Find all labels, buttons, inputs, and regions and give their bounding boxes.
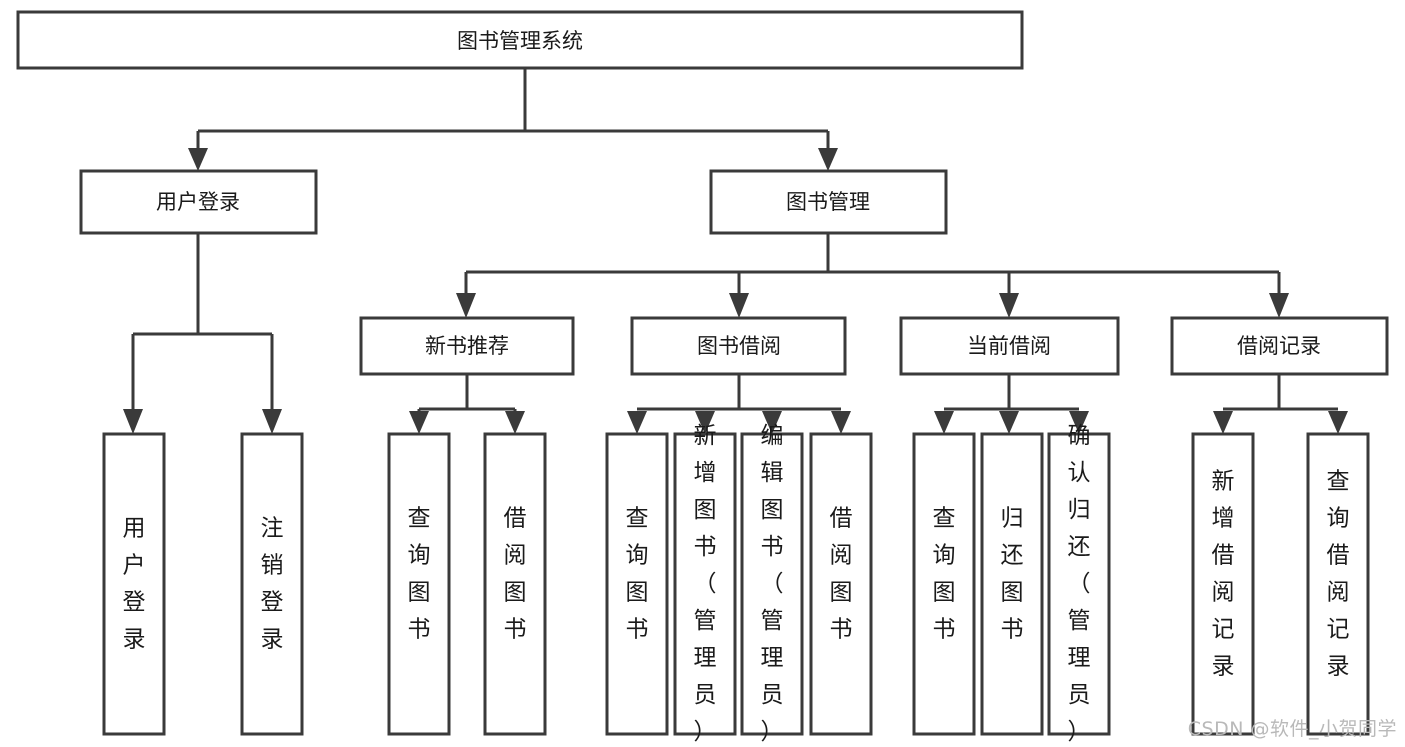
arrow-head-book-manage: [818, 148, 838, 171]
node-leaf-borrow-book-label: 借阅图书: [830, 505, 853, 642]
node-leaf-return-book-box[interactable]: [980, 432, 1044, 736]
connector-group-new-book-rec: [409, 374, 525, 434]
connector-group-current-borrow: [934, 374, 1089, 434]
node-current-borrow-label: 当前借阅: [967, 334, 1051, 358]
arrow-head-leaf-query-record: [1328, 411, 1348, 434]
node-borrow-record-label: 借阅记录: [1237, 334, 1321, 358]
node-borrow-record[interactable]: 借阅记录: [1170, 316, 1389, 376]
node-user-login-label: 用户登录: [156, 190, 240, 214]
arrow-head-leaf-edit-book: [762, 411, 782, 434]
node-leaf-add-record-box[interactable]: [1191, 432, 1255, 736]
node-leaf-borrow-book-box[interactable]: [809, 432, 873, 736]
node-leaf-query-book-rec-box[interactable]: [387, 432, 451, 736]
arrow-head-leaf-borrow-book-rec: [505, 411, 525, 434]
node-leaf-user-logout[interactable]: 注销登录: [240, 432, 304, 736]
node-leaf-query-book-rec-label: 查询图书: [408, 505, 431, 642]
node-leaf-add-record[interactable]: 新增借阅记录: [1191, 432, 1255, 736]
connector-group-user-login: [123, 233, 282, 434]
arrow-head-leaf-query-book-borrow: [627, 411, 647, 434]
node-leaf-add-record-label: 新增借阅记录: [1212, 468, 1235, 679]
arrow-head-user-login: [188, 148, 208, 171]
node-book-borrow-box[interactable]: [630, 316, 847, 376]
arrow-head-leaf-query-book-rec: [409, 411, 429, 434]
node-leaf-confirm-return-label: 确认归还（管理员）: [1068, 423, 1091, 745]
node-book-manage-label: 图书管理: [786, 190, 870, 214]
arrow-head-book-borrow: [729, 293, 749, 318]
node-leaf-borrow-book-rec-label: 借阅图书: [504, 505, 527, 642]
node-root-label: 图书管理系统: [457, 29, 583, 53]
arrow-head-borrow-record: [1269, 293, 1289, 318]
node-leaf-add-book-box[interactable]: [673, 432, 737, 736]
connector-group-borrow-record: [1213, 374, 1348, 434]
node-leaf-add-book-label: 新增图书（管理员）: [694, 423, 717, 745]
arrow-head-leaf-user-login: [123, 409, 143, 434]
node-leaf-user-login-label: 用户登录: [123, 515, 146, 652]
node-leaf-edit-book-label: 编辑图书（管理员）: [761, 423, 784, 745]
node-current-borrow-box[interactable]: [899, 316, 1120, 376]
node-leaf-edit-book-box[interactable]: [740, 432, 804, 736]
node-root[interactable]: 图书管理系统: [16, 10, 1024, 70]
node-new-book-rec-label: 新书推荐: [425, 334, 509, 358]
node-new-book-rec-box[interactable]: [359, 316, 575, 376]
node-leaf-confirm-return-box[interactable]: [1047, 432, 1111, 736]
node-leaf-edit-book[interactable]: 编辑图书（管理员）: [740, 423, 804, 745]
arrow-head-leaf-add-book: [695, 411, 715, 434]
arrow-head-leaf-return-book: [999, 411, 1019, 434]
node-leaf-query-book-borrow-box[interactable]: [605, 432, 669, 736]
node-leaf-return-book[interactable]: 归还图书: [980, 432, 1044, 736]
node-root-box[interactable]: [16, 10, 1024, 70]
connector-group-root: [188, 68, 838, 171]
node-book-borrow[interactable]: 图书借阅: [630, 316, 847, 376]
node-leaf-query-record[interactable]: 查询借阅记录: [1306, 432, 1370, 736]
arrow-head-leaf-query-book-cur: [934, 411, 954, 434]
arrow-head-leaf-add-record: [1213, 411, 1233, 434]
connector-group-book-borrow: [627, 374, 851, 434]
node-leaf-confirm-return[interactable]: 确认归还（管理员）: [1047, 423, 1111, 745]
node-leaf-query-book-borrow[interactable]: 查询图书: [605, 432, 669, 736]
arrow-head-leaf-user-logout: [262, 409, 282, 434]
node-user-login-box[interactable]: [79, 169, 318, 235]
node-current-borrow[interactable]: 当前借阅: [899, 316, 1120, 376]
node-leaf-borrow-book-rec[interactable]: 借阅图书: [483, 432, 547, 736]
connector-group-book-manage: [456, 233, 1289, 318]
arrow-head-leaf-borrow-book: [831, 411, 851, 434]
node-leaf-query-record-box[interactable]: [1306, 432, 1370, 736]
node-leaf-add-book[interactable]: 新增图书（管理员）: [673, 423, 737, 745]
arrow-head-new-book-rec: [456, 293, 476, 318]
node-leaf-query-book-rec[interactable]: 查询图书: [387, 432, 451, 736]
node-book-manage-box[interactable]: [709, 169, 948, 235]
node-leaf-user-login[interactable]: 用户登录: [102, 432, 166, 736]
arrow-head-current-borrow: [999, 293, 1019, 318]
node-leaf-query-book-cur[interactable]: 查询图书: [912, 432, 976, 736]
node-leaf-borrow-book-rec-box[interactable]: [483, 432, 547, 736]
node-leaf-query-record-label: 查询借阅记录: [1327, 468, 1350, 679]
node-user-login[interactable]: 用户登录: [79, 169, 318, 235]
node-leaf-return-book-label: 归还图书: [1001, 505, 1024, 642]
node-borrow-record-box[interactable]: [1170, 316, 1389, 376]
node-leaf-user-login-box[interactable]: [102, 432, 166, 736]
node-leaf-user-logout-label: 注销登录: [261, 515, 284, 652]
node-leaf-query-book-borrow-label: 查询图书: [626, 505, 649, 642]
node-leaf-query-book-cur-box[interactable]: [912, 432, 976, 736]
node-leaf-user-logout-box[interactable]: [240, 432, 304, 736]
node-book-manage[interactable]: 图书管理: [709, 169, 948, 235]
node-book-borrow-label: 图书借阅: [697, 334, 781, 358]
node-new-book-rec[interactable]: 新书推荐: [359, 316, 575, 376]
node-leaf-borrow-book[interactable]: 借阅图书: [809, 432, 873, 736]
node-leaf-query-book-cur-label: 查询图书: [933, 505, 956, 642]
arrow-head-leaf-confirm-return: [1069, 411, 1089, 434]
